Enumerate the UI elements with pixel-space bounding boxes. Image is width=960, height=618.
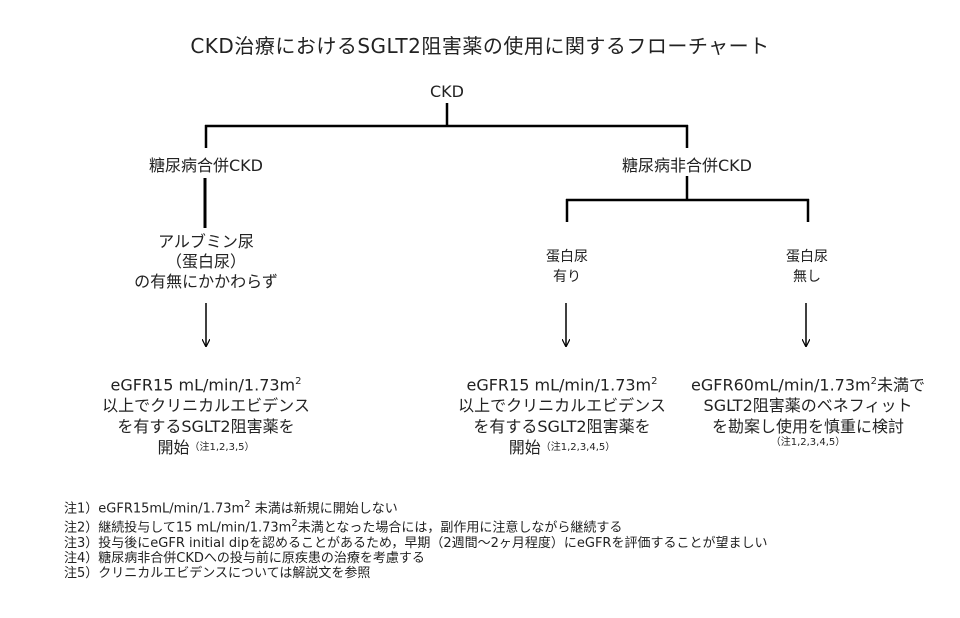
- note-ref: （注1,2,3,5）: [189, 442, 255, 454]
- footnotes: 注1）eGFR15mL/min/1.73m2 未満は新規に開始しない 注2）継続…: [64, 497, 767, 581]
- footnote: 注5）クリニカルエビデンスについては解説文を参照: [64, 565, 371, 581]
- condition-line: （蛋白尿）: [165, 252, 246, 271]
- mid-outcome: eGFR15 mL/min/1.73m2 以上でクリニカルエビデンス を有するS…: [458, 371, 666, 458]
- footnote: 注1）eGFR15mL/min/1.73m2 未満は新規に開始しない: [64, 499, 398, 517]
- condition-line: 有り: [553, 269, 581, 285]
- outcome-line: SGLT2阻害薬のベネフィット: [703, 396, 913, 416]
- superscript: 2: [295, 376, 302, 387]
- outcome-line: 開始: [157, 438, 190, 458]
- footnote: 注2）継続投与して15 mL/min/1.73m2未満となった場合には，副作用に…: [64, 518, 623, 536]
- outcome-line: を有するSGLT2阻害薬を: [473, 417, 651, 437]
- outcome-line: eGFR15 mL/min/1.73m: [110, 375, 296, 395]
- outcome-line: eGFR15 mL/min/1.73m: [466, 375, 652, 395]
- superscript: 2: [651, 376, 658, 387]
- note-ref: （注1,2,3,4,5）: [770, 437, 846, 449]
- left-condition: アルブミン尿 （蛋白尿） の有無にかかわらず: [134, 232, 278, 292]
- outcome-line: を有するSGLT2阻害薬を: [117, 417, 295, 437]
- right-outcome: eGFR60mL/min/1.73m2未満で SGLT2阻害薬のベネフィット を…: [691, 371, 925, 449]
- condition-line: の有無にかかわらず: [134, 272, 278, 291]
- condition-line: 無し: [793, 269, 821, 285]
- root-node: CKD: [430, 82, 464, 101]
- left-branch-label: 糖尿病合併CKD: [149, 156, 263, 175]
- footnote: 注3）投与後にeGFR initial dipを認めることがあるため，早期（2週…: [64, 535, 768, 551]
- sub-right-condition: 蛋白尿 無し: [786, 247, 828, 287]
- outcome-line: を勘案し使用を慎重に検討: [711, 417, 905, 437]
- sub-left-condition: 蛋白尿 有り: [546, 247, 588, 287]
- superscript: 2: [870, 376, 877, 387]
- outcome-line: 以上でクリニカルエビデンス: [102, 396, 310, 416]
- outcome-line: 開始: [508, 438, 541, 458]
- condition-line: アルブミン尿: [158, 232, 254, 251]
- page-title: CKD治療におけるSGLT2阻害薬の使用に関するフローチャート: [190, 34, 770, 58]
- outcome-line: 未満で: [876, 375, 925, 395]
- condition-line: 蛋白尿: [786, 249, 828, 265]
- footnote: 注4）糖尿病非合併CKDへの投与前に原疾患の治療を考慮する: [64, 550, 425, 566]
- outcome-line: 以上でクリニカルエビデンス: [458, 396, 666, 416]
- note-ref: （注1,2,3,4,5）: [540, 442, 616, 454]
- outcome-line: eGFR60mL/min/1.73m: [691, 375, 871, 395]
- left-outcome: eGFR15 mL/min/1.73m2 以上でクリニカルエビデンス を有するS…: [102, 371, 310, 458]
- condition-line: 蛋白尿: [546, 249, 588, 265]
- right-branch-label: 糖尿病非合併CKD: [622, 156, 752, 175]
